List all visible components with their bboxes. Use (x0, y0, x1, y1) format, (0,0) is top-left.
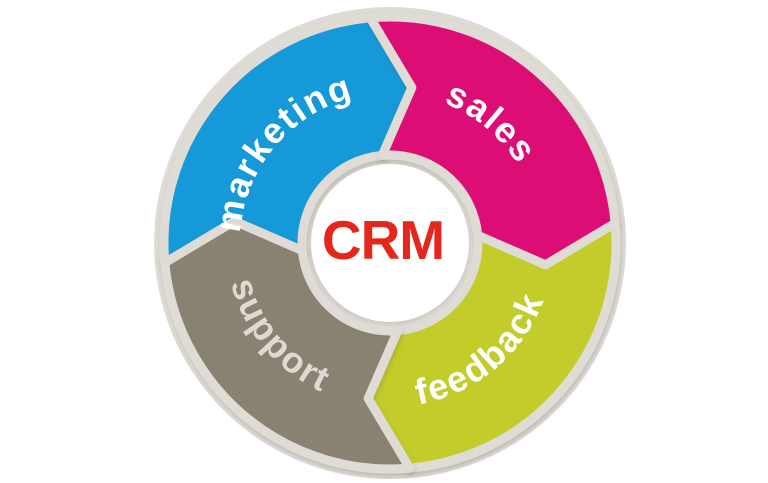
segment-support-arrow (160, 216, 415, 474)
segment-group (159, 12, 621, 474)
diagram-center-title: CRM (322, 209, 444, 271)
segment-feedback-arrow (363, 218, 621, 473)
segment-sales-arrow (365, 12, 620, 270)
segment-marketing-arrow (159, 13, 417, 268)
diagram-center-circle (311, 164, 469, 322)
